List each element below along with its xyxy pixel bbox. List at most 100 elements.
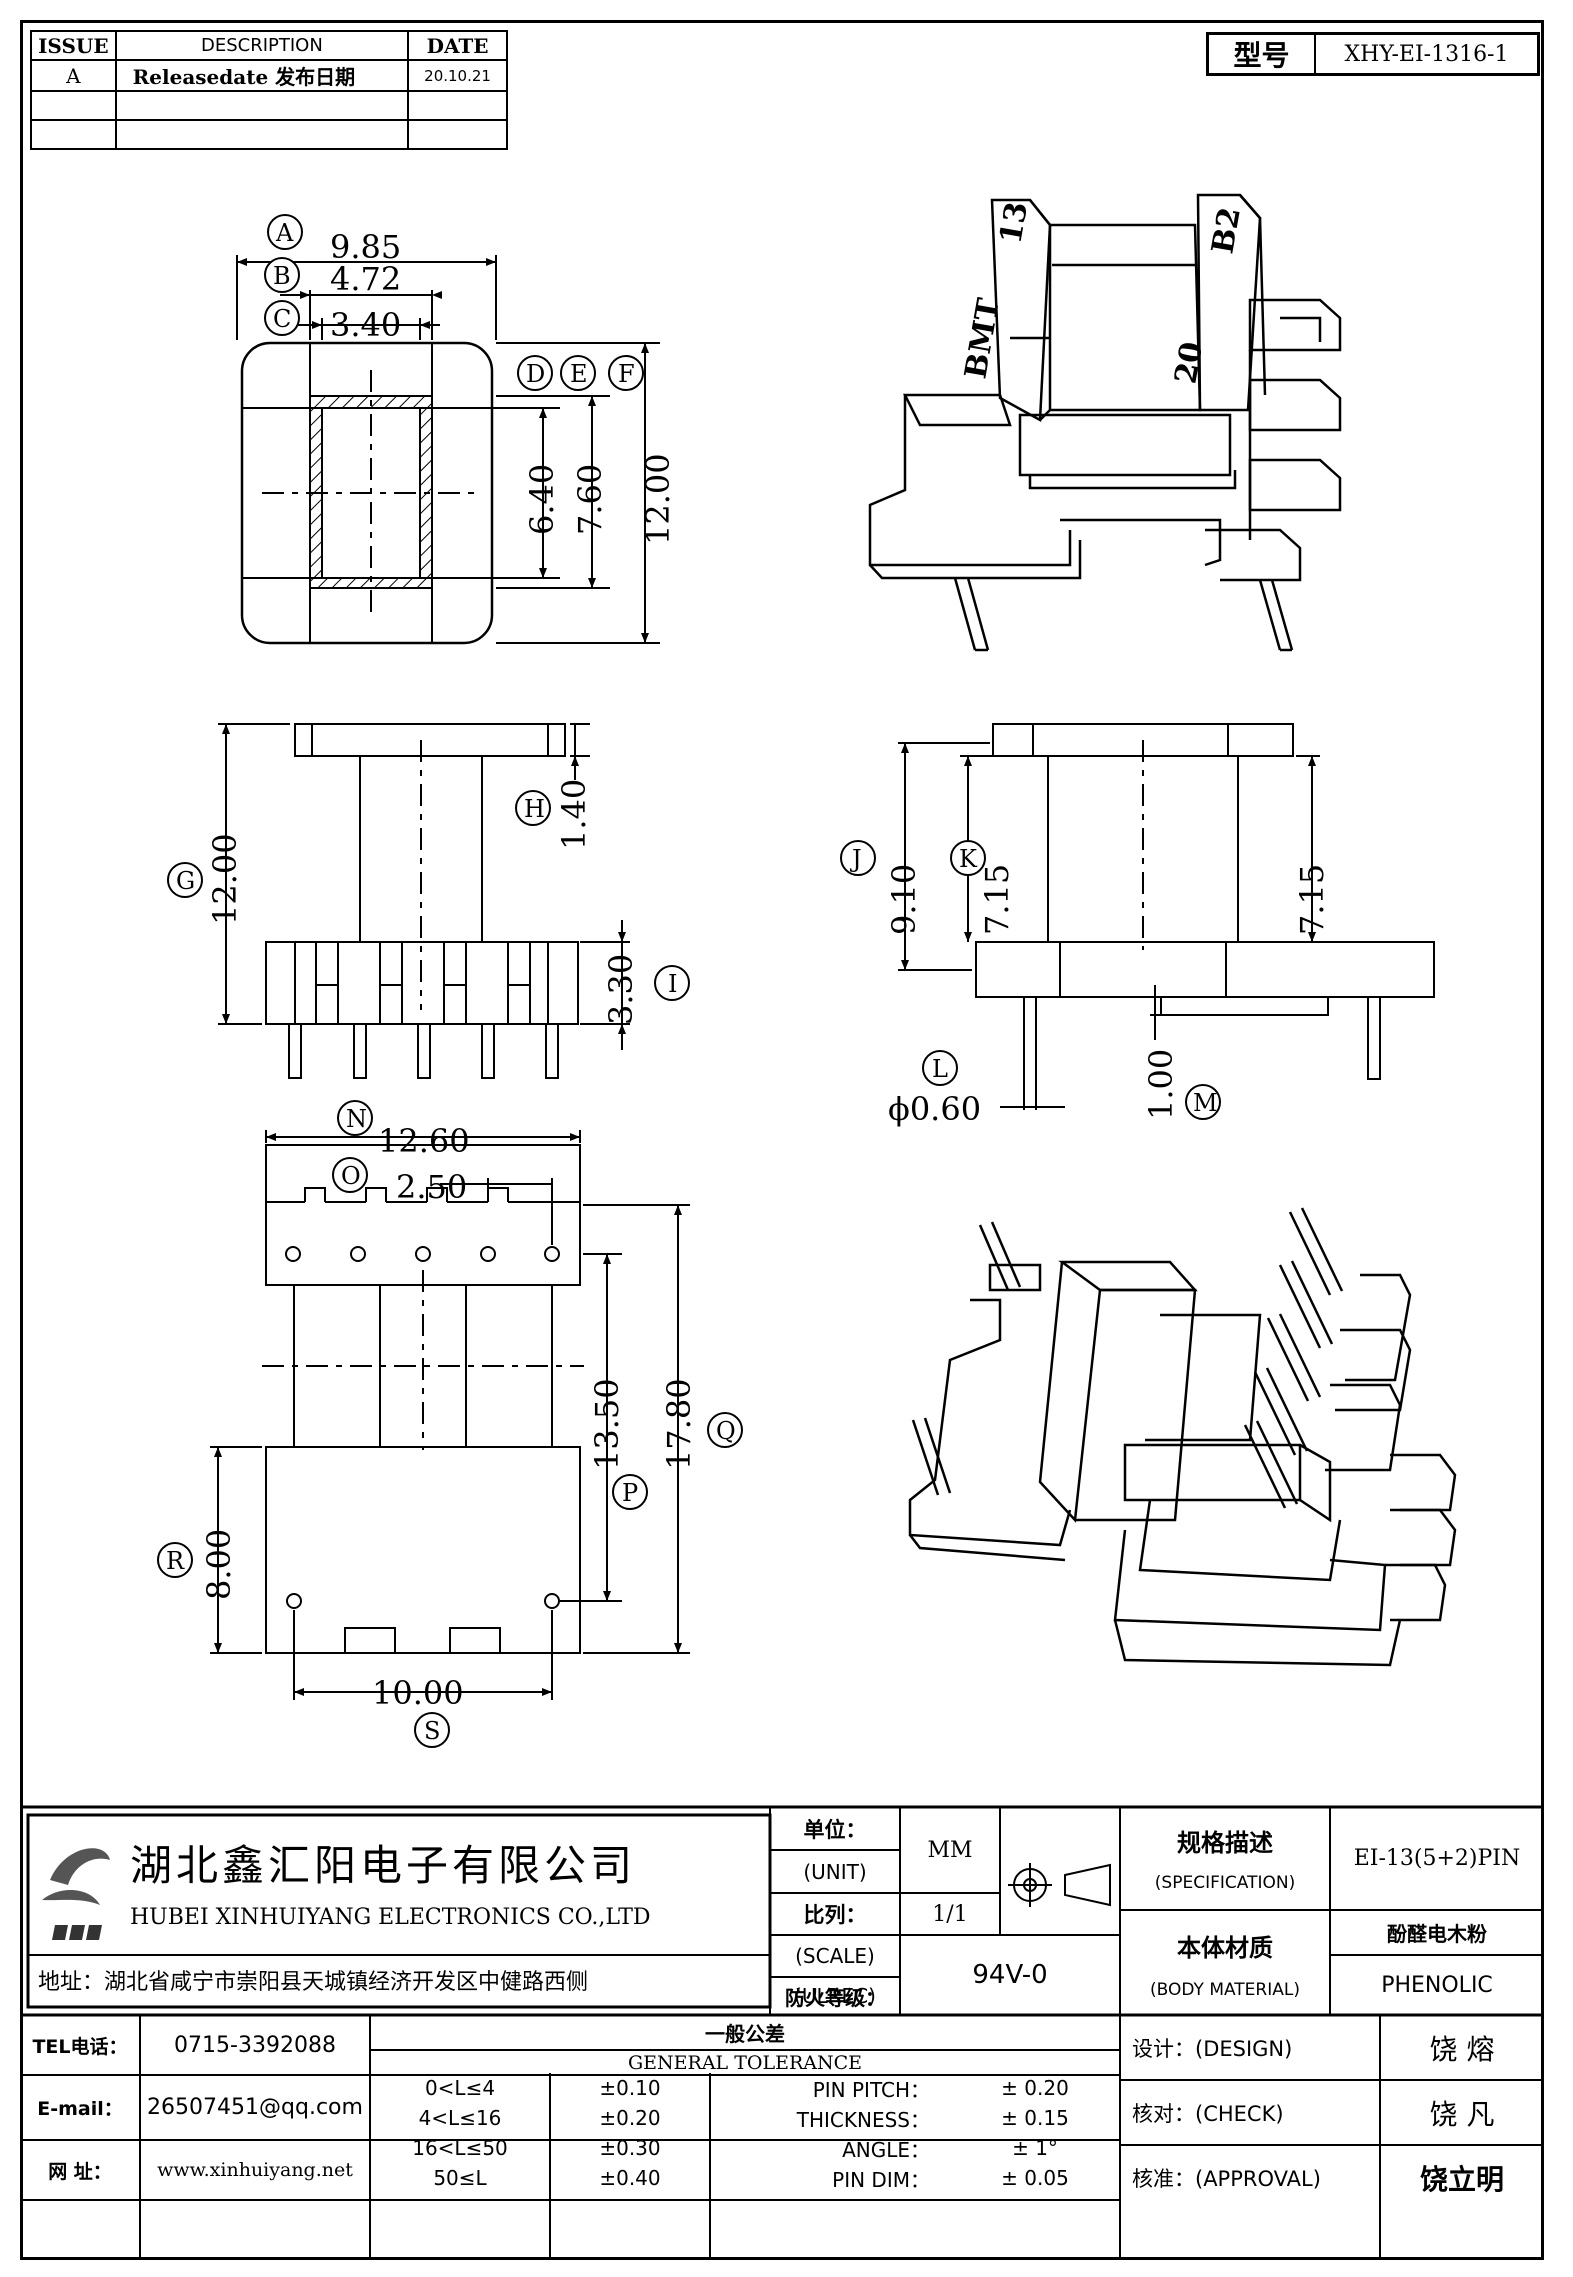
svg-text:N: N bbox=[346, 1105, 367, 1133]
spec-label-cn: 规格描述 bbox=[1177, 1828, 1273, 1857]
tolerance-value: ±0.20 bbox=[599, 2106, 661, 2130]
unit-label-en: (UNIT) bbox=[803, 1859, 867, 1884]
tag-s: S bbox=[414, 1712, 450, 1748]
dim-r-value: 8.00 bbox=[200, 1529, 238, 1600]
dim-b-value: 4.72 bbox=[330, 260, 401, 298]
tag-a: A bbox=[267, 214, 303, 250]
front-view bbox=[218, 723, 630, 1079]
spec-tol-value: ± 1° bbox=[1012, 2136, 1058, 2160]
svg-text:J: J bbox=[849, 845, 862, 873]
dim-m-value: 1.00 bbox=[1142, 1049, 1180, 1120]
tag-f: F bbox=[608, 355, 644, 391]
tag-o: O bbox=[332, 1157, 368, 1193]
scale-label-cn: 比列： bbox=[803, 1903, 867, 1927]
fire-label-cn: 防火等级： bbox=[785, 1985, 885, 2010]
tag-l: L bbox=[922, 1050, 958, 1086]
drawing-sheet bbox=[20, 20, 1544, 2260]
title-block-lines bbox=[20, 1805, 1544, 2260]
dim-j-value: 9.10 bbox=[885, 864, 923, 935]
rev-empty-cell bbox=[407, 90, 508, 121]
svg-text:Q: Q bbox=[716, 1417, 736, 1445]
svg-text:E: E bbox=[570, 360, 588, 388]
web-label: 网 址： bbox=[48, 2160, 112, 2183]
unit-value: MM bbox=[927, 1837, 973, 1863]
svg-text:K: K bbox=[959, 845, 978, 873]
design-name: 饶 熔 bbox=[1429, 2032, 1495, 2066]
dimension-tags: A B C D E F G H I J K L M N O P Q R S bbox=[157, 214, 1221, 1748]
svg-text:D: D bbox=[526, 360, 545, 388]
check-name: 饶 凡 bbox=[1429, 2097, 1495, 2131]
dim-l-value: ϕ0.60 bbox=[888, 1090, 981, 1128]
spec-tol-value: ± 0.15 bbox=[1001, 2106, 1069, 2130]
check-label: 核对：(CHECK) bbox=[1132, 2101, 1284, 2126]
rev-header-description: DESCRIPTION bbox=[114, 30, 410, 61]
tel-label: TEL电话： bbox=[32, 2035, 128, 2058]
projection-symbol-icon bbox=[1008, 1863, 1111, 1907]
material-label-en: (BODY MATERIAL) bbox=[1150, 1980, 1300, 2000]
svg-text:H: H bbox=[524, 795, 545, 823]
scale-value: 1/1 bbox=[932, 1901, 968, 1927]
rev-empty-cell bbox=[114, 119, 410, 150]
dim-i-value: 3.30 bbox=[602, 954, 640, 1025]
tag-m: M bbox=[1185, 1084, 1221, 1120]
model-value: XHY-EI-1316-1 bbox=[1344, 41, 1509, 67]
tag-g: G bbox=[167, 862, 203, 898]
tolerance-range: 50≤L bbox=[433, 2166, 487, 2190]
tag-p: P bbox=[612, 1474, 648, 1510]
svg-text:P: P bbox=[622, 1479, 638, 1507]
isometric-view-bottom bbox=[908, 1207, 1457, 1667]
rev-row-issue: A bbox=[30, 59, 117, 92]
spec-tol-value: ± 0.05 bbox=[1001, 2166, 1069, 2190]
web-value: www.xinhuiyang.net bbox=[157, 2159, 353, 2181]
dim-h-value: 1.40 bbox=[555, 779, 593, 850]
svg-text:O: O bbox=[341, 1162, 361, 1190]
dimension-texts: 9.85 4.72 3.40 6.40 7.60 12.00 12.00 1.4… bbox=[200, 228, 1331, 1712]
rev-row-description: Releasedate 发布日期 bbox=[114, 59, 410, 92]
email-label: E-mail： bbox=[37, 2098, 123, 2120]
spec-tol-name: PIN PITCH： bbox=[812, 2077, 930, 2102]
spec-tol-name: THICKNESS： bbox=[796, 2107, 930, 2132]
tag-b: B bbox=[264, 257, 300, 293]
rev-empty-cell bbox=[30, 119, 117, 150]
svg-text:F: F bbox=[618, 360, 635, 388]
top-view bbox=[236, 255, 660, 645]
dim-s-value: 10.00 bbox=[372, 1674, 464, 1712]
svg-text:C: C bbox=[273, 305, 291, 333]
material-value-cn: 酚醛电木粉 bbox=[1387, 1922, 1487, 1946]
tolerance-value: ±0.40 bbox=[599, 2166, 661, 2190]
iso-body-marks: BMT 13 B2 20 bbox=[958, 199, 1247, 386]
unit-label-cn: 单位： bbox=[803, 1817, 867, 1842]
tag-i: I bbox=[654, 965, 690, 1001]
revision-table: ISSUE DESCRIPTION DATE A Releasedate 发布日… bbox=[30, 30, 508, 150]
fire-value: 94V-0 bbox=[972, 1960, 1048, 1990]
tag-j: J bbox=[840, 840, 876, 876]
svg-text:B2: B2 bbox=[1205, 205, 1247, 257]
tel-value: 0715-3392088 bbox=[174, 2032, 336, 2058]
svg-text:B: B bbox=[273, 262, 291, 290]
tag-q: Q bbox=[707, 1412, 743, 1448]
svg-text:G: G bbox=[176, 867, 195, 895]
company-name-en: HUBEI XINHUIYANG ELECTRONICS CO.,LTD bbox=[130, 1905, 651, 1930]
approval-label: 核准：(APPROVAL) bbox=[1132, 2166, 1321, 2191]
dim-k2-value: 7.15 bbox=[1293, 864, 1331, 935]
company-address: 地址：湖北省咸宁市崇阳县天城镇经济开发区中健路西侧 bbox=[38, 1970, 589, 1995]
spec-label-en: (SPECIFICATION) bbox=[1154, 1873, 1296, 1893]
rev-empty-cell bbox=[30, 90, 117, 121]
isometric-view-top bbox=[868, 193, 1342, 652]
tolerance-range: 16<L≤50 bbox=[412, 2136, 508, 2160]
svg-text:I: I bbox=[668, 970, 677, 998]
spec-tol-name: PIN DIM： bbox=[832, 2167, 930, 2192]
tolerance-value: ±0.10 bbox=[599, 2076, 661, 2100]
tag-c: C bbox=[264, 300, 300, 336]
rev-empty-cell bbox=[114, 90, 410, 121]
dim-o-value: 2.50 bbox=[396, 1168, 467, 1206]
tolerance-title-en: GENERAL TOLERANCE bbox=[627, 2051, 863, 2074]
email-value: 26507451@qq.com bbox=[147, 2095, 363, 2120]
rev-row-date: 20.10.21 bbox=[407, 59, 508, 92]
material-label-cn: 本体材质 bbox=[1177, 1933, 1273, 1962]
rev-empty-cell bbox=[407, 119, 508, 150]
rev-header-issue: ISSUE bbox=[30, 30, 117, 61]
dim-d-value: 6.40 bbox=[523, 464, 561, 535]
dim-c-value: 3.40 bbox=[330, 306, 401, 344]
dim-n-value: 12.60 bbox=[378, 1122, 470, 1160]
